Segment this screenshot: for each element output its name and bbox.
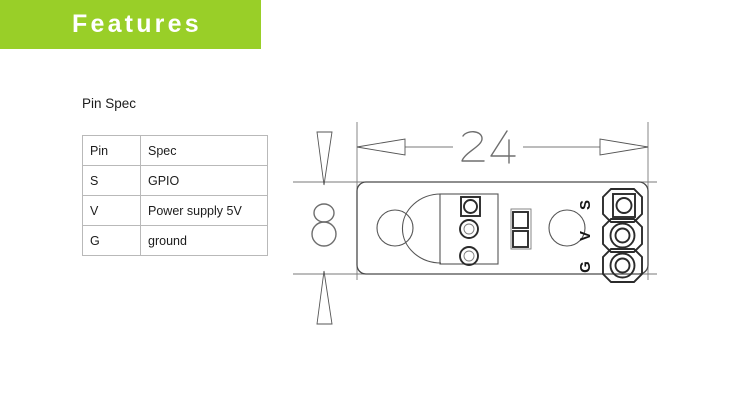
table-row: G ground [82, 225, 268, 256]
cell-spec: Power supply 5V [140, 195, 268, 226]
pcb-drawing-svg: S V G [293, 122, 657, 325]
pad-label-g: G [577, 261, 594, 273]
table-header-row: Pin Spec [82, 135, 268, 166]
column-header-spec: Spec [140, 135, 268, 166]
pad-label-v: V [577, 231, 594, 241]
page-title: Features [72, 10, 202, 38]
cell-pin: V [82, 195, 141, 226]
pcb-board-outline [356, 181, 649, 275]
dimension-label-24 [461, 130, 516, 164]
height-dimension-8 [311, 131, 337, 325]
connector-pads [602, 188, 643, 283]
sensor-component [401, 193, 499, 266]
jumper-component [510, 208, 532, 250]
pin-spec-heading: Pin Spec [82, 96, 137, 111]
cell-spec: GPIO [140, 165, 268, 196]
table-row: V Power supply 5V [82, 195, 268, 226]
mounting-hole-left [376, 209, 414, 247]
pad-label-s: S [577, 200, 594, 210]
column-header-pin: Pin [82, 135, 141, 166]
pcb-dimension-drawing: S V G [285, 105, 685, 340]
features-banner: Features [0, 0, 261, 49]
cell-spec: ground [140, 225, 268, 256]
width-dimension-24 [356, 130, 649, 164]
table-row: S GPIO [82, 165, 268, 196]
pad-label-group: S V G [577, 200, 594, 273]
pin-spec-table: Pin Spec S GPIO V Power supply 5V G grou… [82, 135, 268, 256]
dimension-label-8 [311, 203, 337, 247]
cell-pin: G [82, 225, 141, 256]
mounting-hole-right [548, 209, 586, 247]
cell-pin: S [82, 165, 141, 196]
